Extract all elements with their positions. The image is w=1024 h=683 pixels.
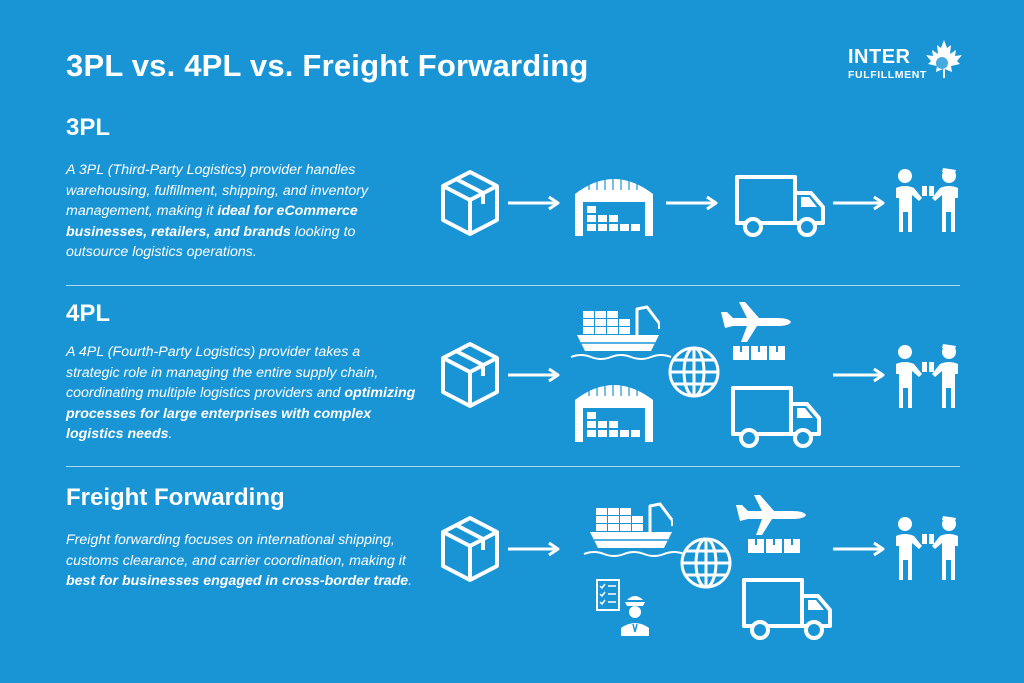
section-desc-4pl: A 4PL (Fourth-Party Logistics) provider … [66,342,416,445]
brand-logo: INTER FULFILLMENT [836,38,966,94]
truck-icon [731,386,821,448]
page-title: 3PL vs. 4PL vs. Freight Forwarding [66,48,589,83]
arrow-icon [831,195,885,211]
cargo-ship-icon [569,305,673,361]
logo-main-text: INTER [848,46,911,68]
box-icon [441,170,499,236]
arrow-icon [831,367,885,383]
handover-icon [896,344,958,408]
desc-text: A 4PL (Fourth-Party Logistics) provider … [66,344,379,402]
maple-leaf-icon [926,40,962,78]
desc-text: . [408,573,413,590]
arrow-icon [506,195,560,211]
warehouse-icon [574,378,654,443]
warehouse-icon [574,172,654,237]
desc-text: . [168,426,173,443]
cargo-ship-icon [582,502,686,558]
handover-icon [896,516,958,580]
section-desc-3pl: A 3PL (Third-Party Logistics) provider h… [66,160,416,263]
desc-text: A 3PL (Third-Party Logistics) provider h… [66,162,369,220]
desc-highlight: ideal for eCommerce businesses, retailer… [66,203,358,240]
section-title-freight-forwarding: Freight Forwarding [66,484,285,511]
air-cargo-icon [735,494,807,554]
desc-highlight: best for businesses engaged in cross-bor… [66,573,409,590]
desc-highlight: optimizing processes for large enterpris… [66,385,416,443]
box-icon [441,342,499,408]
globe-icon [668,346,720,398]
handover-icon [896,168,958,232]
section-title-4pl: 4PL [66,300,111,327]
section-title-3pl: 3PL [66,114,111,141]
arrow-icon [506,367,560,383]
arrow-icon [664,195,718,211]
arrow-icon [506,541,560,557]
air-cargo-icon [720,301,792,361]
divider [66,466,960,467]
section-desc-freight-forwarding: Freight forwarding focuses on internatio… [66,530,416,592]
globe-icon [680,537,732,589]
desc-text: Freight forwarding focuses on internatio… [66,532,406,569]
divider [66,285,960,286]
box-icon [441,516,499,582]
arrow-icon [831,541,885,557]
customs-officer-icon [596,579,650,637]
logo-sub-text: FULFILLMENT [848,69,927,81]
desc-text: looking to outsource logistics operation… [66,223,356,261]
truck-icon [742,578,832,640]
truck-icon [735,175,825,237]
